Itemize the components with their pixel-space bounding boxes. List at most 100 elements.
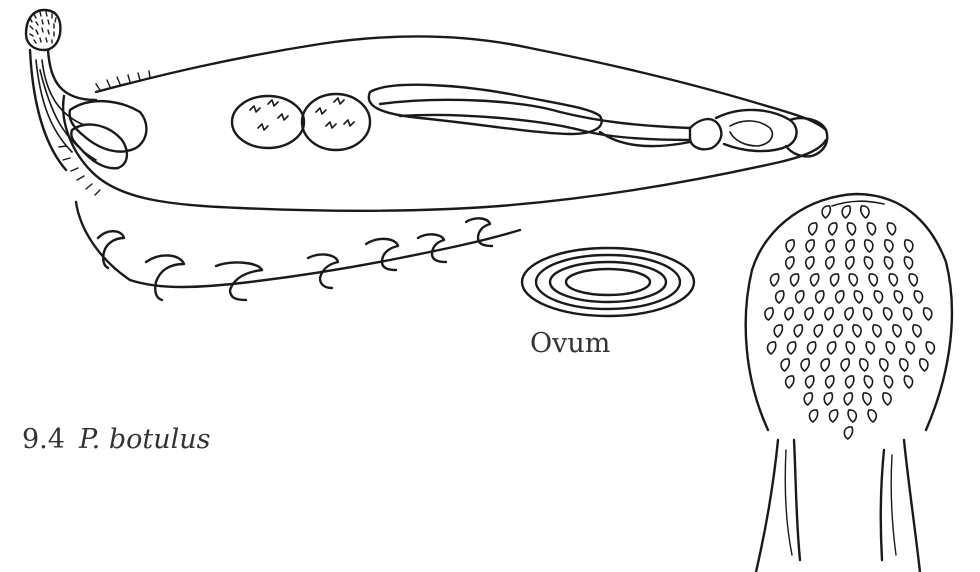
proboscis-hook	[886, 342, 894, 354]
proboscis-hook	[826, 240, 834, 252]
proboscis-hook	[883, 393, 891, 405]
proboscis-hook	[841, 359, 849, 371]
testis-2	[302, 94, 370, 150]
proboscis-hook	[846, 376, 854, 388]
proboscis-hook	[863, 393, 871, 405]
proboscis-hook	[853, 325, 861, 337]
proboscis-hook	[904, 257, 912, 269]
hook-1	[98, 231, 124, 268]
neck-right	[48, 50, 96, 100]
neck-left-inner	[794, 440, 800, 560]
bursa	[716, 110, 797, 151]
proboscis-hook	[824, 393, 832, 405]
proboscis-hook	[846, 342, 854, 354]
neck-left	[30, 50, 66, 170]
hook-2	[146, 255, 184, 300]
proboscis-hook	[807, 342, 815, 354]
proboscis-hook	[804, 393, 812, 405]
proboscis-hook	[829, 223, 837, 235]
proboscis-hook	[806, 240, 814, 252]
proboscis-outline	[746, 194, 952, 430]
proboscis-hook	[893, 325, 901, 337]
proboscis-hook	[827, 342, 835, 354]
proboscis-hook	[868, 410, 876, 422]
proboscis-hook	[905, 240, 913, 252]
proboscis-hook	[829, 410, 837, 422]
proboscis-hook	[866, 342, 874, 354]
proboscis-hook	[887, 223, 895, 235]
proboscis-hook	[873, 325, 881, 337]
proboscis-hook	[781, 359, 789, 371]
proboscis-hook	[826, 257, 834, 269]
proboscis-hook	[860, 359, 868, 371]
proboscis-hook	[796, 291, 804, 303]
proboscis-hook	[806, 257, 814, 269]
proboscis-hook	[913, 325, 921, 337]
neck-right-outer	[904, 440, 920, 572]
proboscis-hook	[848, 410, 856, 422]
proboscis-hook	[909, 274, 917, 286]
proboscis-hook	[889, 274, 897, 286]
proboscis-hook	[786, 257, 794, 269]
neck-left-outer	[756, 440, 778, 572]
proboscis-hook	[794, 325, 802, 337]
proboscis-hook	[847, 223, 855, 235]
proboscis-hook	[809, 410, 817, 422]
proboscis-hook	[869, 274, 877, 286]
proboscis-hook	[834, 325, 842, 337]
proboscis-hook	[830, 274, 838, 286]
proboscis-hook	[864, 376, 872, 388]
proboscis-hook	[904, 376, 912, 388]
proboscis-hook	[844, 427, 852, 439]
proboscis-hook	[786, 240, 794, 252]
proboscis-hook	[846, 257, 854, 269]
proboscis-hook	[787, 342, 795, 354]
proboscis-hook	[884, 257, 892, 269]
proboscis-hook	[865, 240, 873, 252]
proboscis-tip-mark	[832, 201, 884, 206]
worm-body	[26, 10, 827, 211]
neck-left-line	[785, 450, 792, 555]
proboscis-hook	[821, 359, 829, 371]
proboscis-hook	[785, 308, 793, 320]
proboscis-hook	[825, 308, 833, 320]
proboscis-hook	[884, 308, 892, 320]
proboscis-hook	[894, 291, 902, 303]
proboscis-hook	[805, 308, 813, 320]
proboscis-hook	[904, 308, 912, 320]
proboscis-hook	[861, 206, 869, 218]
bursa-inner	[730, 121, 772, 146]
proboscis-hook	[844, 393, 852, 405]
proboscis-hook	[806, 376, 814, 388]
body-outline	[63, 96, 826, 211]
hook-5	[366, 239, 398, 270]
proboscis-hook	[924, 308, 932, 320]
proboscis-hook	[822, 206, 830, 218]
proboscis-hook	[914, 291, 922, 303]
posterior-end	[786, 118, 827, 156]
proboscis-hook	[774, 325, 782, 337]
proboscis-hook	[885, 240, 893, 252]
ovum-label: Ovum	[530, 328, 610, 359]
proboscis-hook	[880, 359, 888, 371]
proboscis-hook	[836, 291, 844, 303]
proboscis-hook	[849, 274, 857, 286]
proboscis-hook	[826, 376, 834, 388]
seminal-vesicle	[690, 119, 721, 149]
hook-axis	[76, 202, 520, 287]
proboscis-hook	[816, 291, 824, 303]
hook-row	[76, 202, 520, 300]
proboscis-hook	[790, 274, 798, 286]
proboscis-hook	[900, 359, 908, 371]
proboscis-hook	[884, 376, 892, 388]
proboscis-hook	[810, 274, 818, 286]
proboscis-hook	[842, 206, 850, 218]
proboscis-hook	[926, 342, 934, 354]
duct-2	[400, 115, 690, 140]
proboscis-hook	[765, 308, 773, 320]
figure-number: 9.4	[22, 424, 65, 455]
ovum	[522, 248, 694, 316]
proboscis-hooks	[765, 206, 935, 439]
